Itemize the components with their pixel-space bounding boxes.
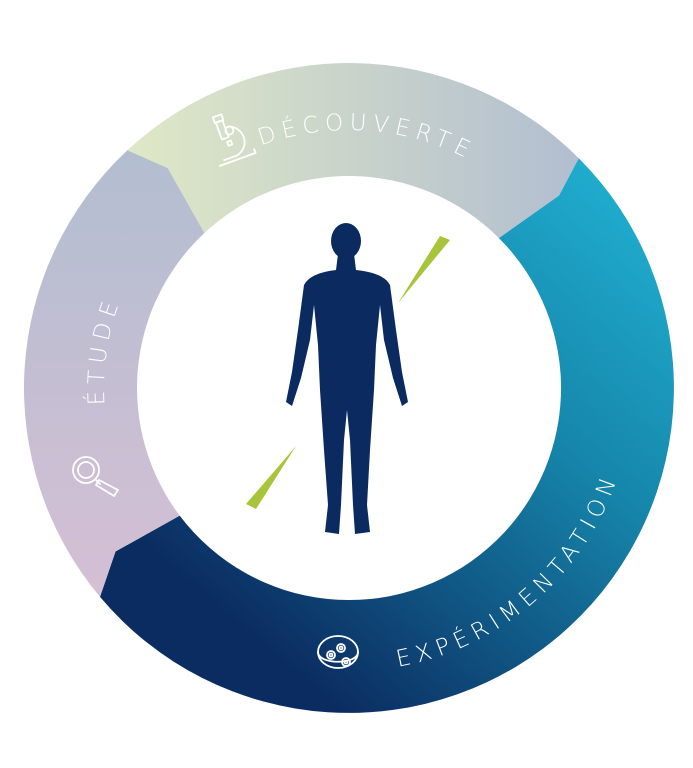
accent-triangle-top — [398, 236, 450, 303]
segment-etude — [23, 150, 205, 597]
segment-experimentation — [100, 158, 674, 713]
accent-triangle-bottom — [246, 446, 296, 509]
magnifying-glass-icon — [72, 456, 119, 497]
microscope-icon — [211, 113, 257, 167]
petri-dish-icon — [317, 635, 359, 669]
segment-decouverte — [127, 63, 579, 239]
human-silhouette — [286, 223, 408, 534]
